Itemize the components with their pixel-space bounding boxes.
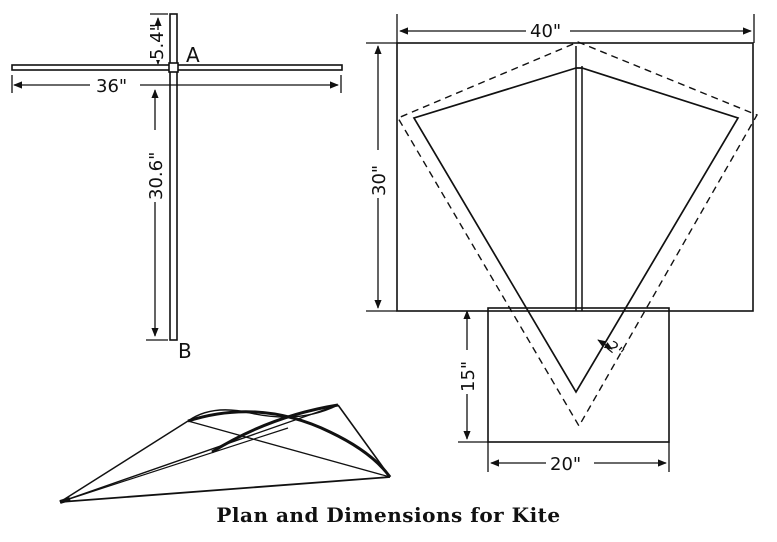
spine-length-label: 30.6" <box>146 152 167 200</box>
outer-dashed-outline <box>396 41 759 428</box>
lower-width-label-bg <box>546 452 594 474</box>
lower-rectangle <box>487 307 670 443</box>
lower-height-label: 15" <box>458 361 479 392</box>
kite-plan: 40" 30" 15" 20" 2" <box>366 14 759 475</box>
lower-height-label-bg <box>456 350 478 394</box>
spine-stick <box>169 13 178 341</box>
width-label-bg <box>526 19 570 41</box>
point-b-label: B <box>178 339 192 363</box>
kite-perspective-sketch <box>59 403 392 504</box>
lower-width-label: 20" <box>550 454 581 475</box>
top-length-label: 5.4" <box>147 23 168 60</box>
margin-dimension <box>597 339 613 350</box>
top-label-bg <box>146 30 168 60</box>
height-label: 30" <box>369 165 390 196</box>
cross-label-bg <box>90 74 140 96</box>
height-label-bg <box>368 150 390 198</box>
point-a-label: A <box>186 43 200 67</box>
cross-length-label: 36" <box>96 76 127 97</box>
figure-caption: Plan and Dimensions for Kite <box>216 503 561 527</box>
joint-a-mark <box>168 62 179 73</box>
upper-rectangle <box>396 42 754 312</box>
kite-frame: 5.4" 36" 30.6" A B <box>11 13 343 363</box>
width-label: 40" <box>530 21 561 42</box>
spine-label-bg <box>144 130 166 202</box>
inner-kite-outline <box>412 67 740 394</box>
